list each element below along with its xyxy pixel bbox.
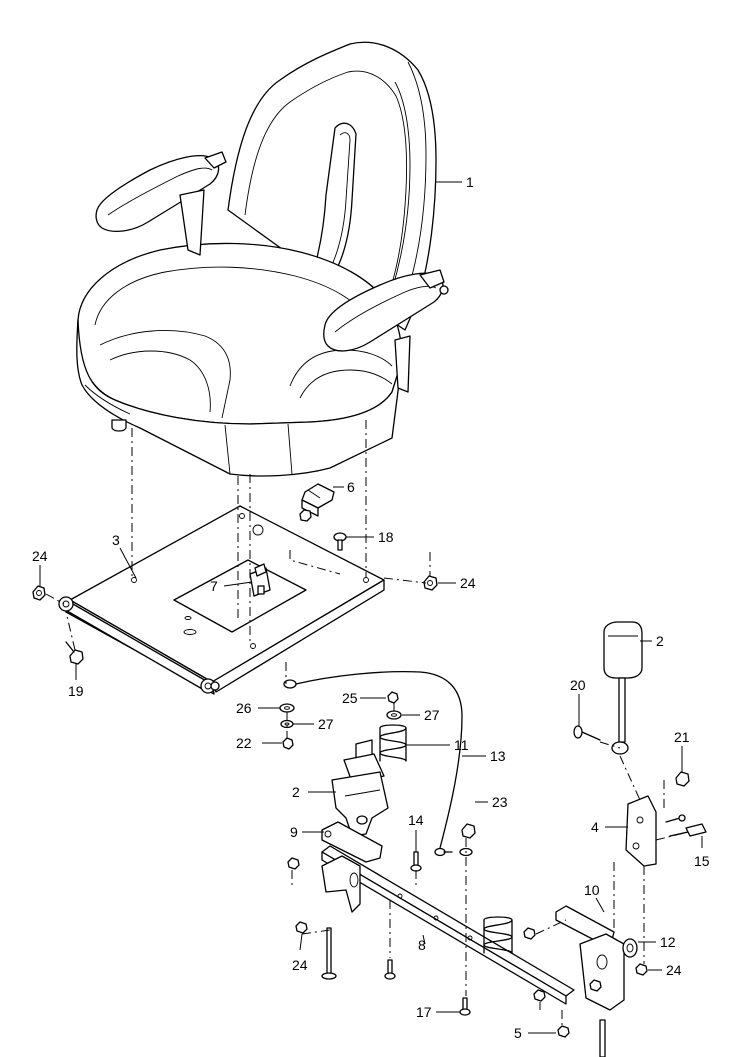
- callout-24-lower-left: 24: [292, 957, 308, 973]
- seat-pan: [58, 505, 385, 695]
- callout-9: 9: [290, 824, 298, 840]
- callout-17: 17: [416, 1004, 432, 1020]
- callout-7: 7: [210, 578, 218, 594]
- callout-1: 1: [466, 174, 474, 190]
- callout-27-right: 27: [424, 707, 440, 723]
- callout-labels: 1 2 2 3 4 5 6 7 8 9 10 11 12 13 14 15 17…: [32, 174, 710, 1041]
- callout-12: 12: [660, 934, 676, 950]
- fasteners-lower: [287, 851, 648, 1057]
- callout-5: 5: [514, 1025, 522, 1041]
- callout-14: 14: [408, 812, 424, 828]
- callout-8: 8: [418, 937, 426, 953]
- callout-24-left: 24: [32, 548, 48, 564]
- seatbelt-left: [331, 739, 389, 837]
- seat-switch: [249, 563, 271, 597]
- leader-lines: [39, 181, 703, 1034]
- bracket-6: [301, 483, 335, 517]
- callout-18: 18: [378, 529, 394, 545]
- callout-2-left: 2: [292, 784, 300, 800]
- base-frame: [321, 821, 638, 1011]
- callout-6: 6: [347, 479, 355, 495]
- callout-27-left: 27: [318, 716, 334, 732]
- callout-25: 25: [342, 690, 358, 706]
- callout-21: 21: [674, 729, 690, 745]
- callout-23: 23: [492, 794, 508, 810]
- callout-3: 3: [112, 532, 120, 548]
- seatbelt-right: [573, 621, 707, 867]
- assembly-lines: [45, 420, 689, 1026]
- callout-11: 11: [454, 737, 469, 753]
- cable-13: [283, 670, 463, 857]
- callout-4: 4: [591, 819, 599, 835]
- callout-24-pan: 24: [460, 575, 476, 591]
- callout-15: 15: [694, 853, 710, 869]
- callout-24-lower-right: 24: [666, 962, 682, 978]
- callout-10: 10: [584, 882, 600, 898]
- callout-22: 22: [236, 735, 252, 751]
- callout-19: 19: [68, 683, 84, 699]
- callout-13: 13: [490, 748, 506, 764]
- callout-26: 26: [236, 700, 252, 716]
- seat: [76, 41, 449, 477]
- callout-20: 20: [570, 677, 586, 693]
- callout-2-right: 2: [656, 633, 664, 649]
